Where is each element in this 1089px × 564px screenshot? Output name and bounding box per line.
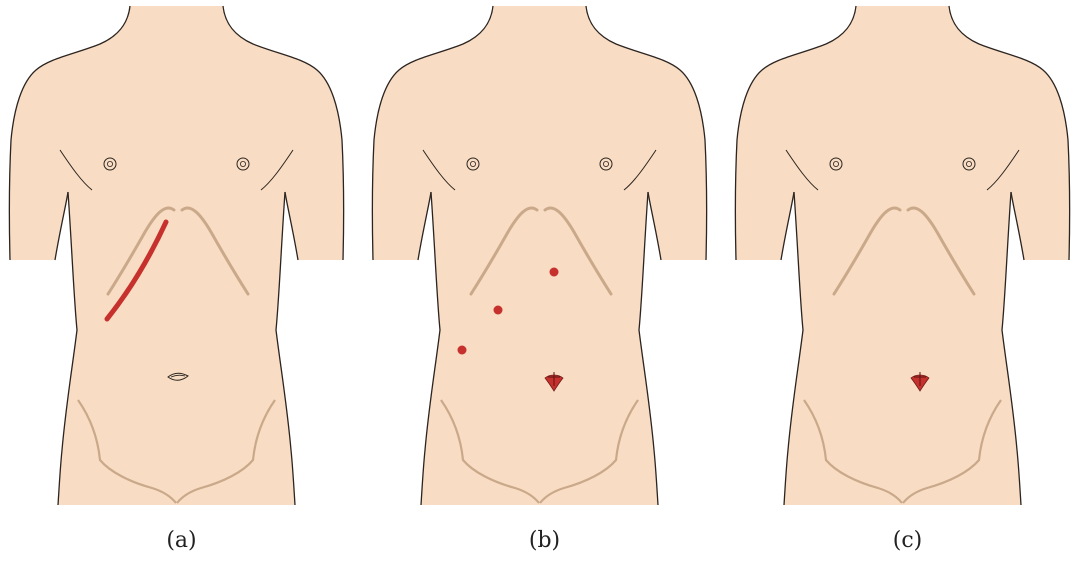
nipple-left <box>830 158 842 170</box>
torso-b <box>363 0 726 520</box>
nipple-right <box>963 158 975 170</box>
panel-c: (c) <box>726 0 1089 564</box>
torso-outline <box>9 6 343 505</box>
torso-outline <box>372 6 706 505</box>
nipple-left <box>104 158 116 170</box>
caption-b: (b) <box>363 528 726 553</box>
skin-fill <box>735 6 1069 505</box>
nipple-right <box>600 158 612 170</box>
nipple-right <box>237 158 249 170</box>
skin-fill <box>372 6 706 505</box>
panel-b: (b) <box>363 0 726 564</box>
nipple-left <box>467 158 479 170</box>
panel-a: (a) <box>0 0 363 564</box>
port-site-2 <box>494 306 503 315</box>
skin-fill <box>9 6 343 505</box>
torso-outline <box>735 6 1069 505</box>
caption-a: (a) <box>0 528 363 553</box>
torso-c <box>726 0 1089 520</box>
port-site-1 <box>550 268 559 277</box>
torso-a <box>0 0 363 520</box>
port-site-3 <box>458 346 467 355</box>
caption-c: (c) <box>726 528 1089 553</box>
